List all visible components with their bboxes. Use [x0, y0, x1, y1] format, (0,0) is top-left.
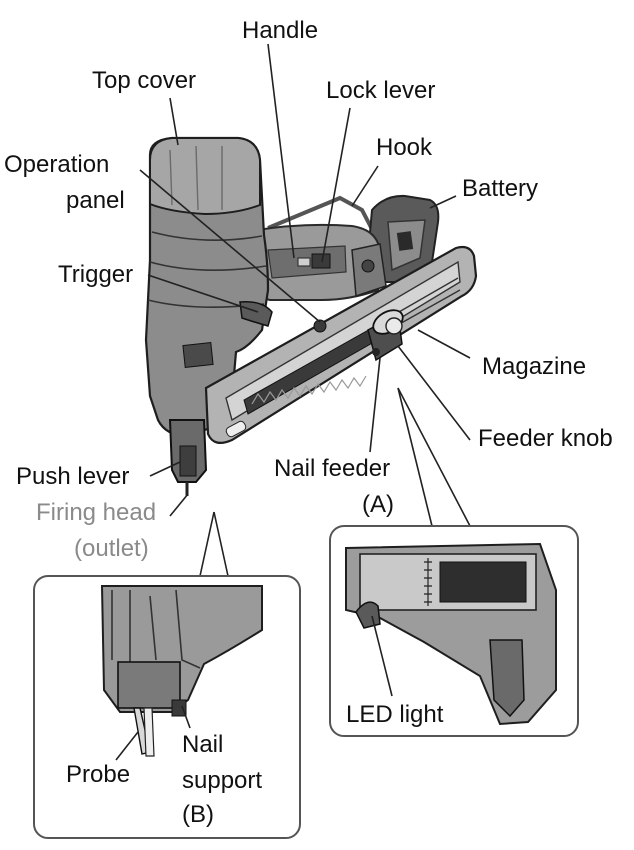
inset-b-nail — [143, 707, 155, 757]
label-battery: Battery — [462, 175, 538, 202]
battery-release — [396, 231, 414, 251]
leader-operation-panel — [139, 169, 321, 323]
inset-a-window — [439, 561, 527, 603]
rear-bracket-bolt — [361, 259, 375, 273]
leader-top-cover — [169, 97, 179, 146]
label-led-light: LED light — [346, 701, 444, 728]
top-cover-part — [149, 137, 261, 216]
lock-lever-part — [311, 253, 331, 269]
label-nail-support-ref: (B) — [182, 801, 214, 828]
inset-b — [33, 575, 301, 839]
inset-a — [329, 525, 579, 737]
magazine-track — [391, 277, 461, 327]
leader-battery — [429, 195, 457, 209]
label-hook: Hook — [376, 134, 433, 161]
zoom-line-b-left — [199, 511, 215, 577]
label-firing-head-2: (outlet) — [74, 535, 149, 562]
inset-a-scale — [424, 558, 432, 606]
lock-lever-slot — [297, 257, 311, 267]
leader-handle — [267, 43, 295, 259]
operation-panel-button — [313, 319, 327, 333]
nailer-illustration — [144, 136, 478, 496]
label-push-lever: Push lever — [16, 463, 129, 490]
hook-wire — [267, 195, 377, 236]
leader-trigger — [147, 274, 259, 313]
leader-nail-support — [181, 705, 191, 729]
label-firing-head-1: Firing head — [36, 499, 156, 526]
leader-nail-feeder — [369, 357, 381, 453]
trigger-part — [239, 300, 273, 327]
inset-b-support — [171, 699, 187, 717]
inset-a-nose — [489, 639, 525, 718]
magazine-end-cap — [225, 420, 247, 438]
label-trigger: Trigger — [58, 261, 133, 288]
label-probe: Probe — [66, 761, 130, 788]
leader-firing-head — [169, 493, 189, 517]
label-nail-feeder: Nail feeder — [274, 455, 390, 482]
label-nail-support-1: Nail — [182, 731, 223, 758]
label-operation-panel-2: panel — [66, 187, 125, 214]
feeder-roller — [385, 317, 403, 335]
label-operation-panel-1: Operation — [4, 151, 109, 178]
body-band-1 — [151, 231, 263, 241]
label-lock-lever: Lock lever — [326, 77, 435, 104]
leader-magazine — [417, 329, 471, 359]
leader-lines — [139, 43, 471, 577]
label-feeder-knob: Feeder knob — [478, 425, 613, 452]
leader-lock-lever — [321, 107, 351, 263]
zoom-line-a-right — [397, 387, 471, 527]
label-nail-feeder-ref: (A) — [362, 491, 394, 518]
label-nail-support-2: support — [182, 767, 262, 794]
push-lever-part — [179, 445, 197, 477]
inset-b-detail — [111, 589, 201, 672]
feeder-pin — [372, 348, 380, 356]
inset-b-push-lever — [117, 661, 181, 709]
leader-push-lever — [149, 461, 181, 477]
label-magazine: Magazine — [482, 353, 586, 380]
label-handle: Handle — [242, 17, 318, 44]
zoom-line-a-left — [397, 387, 433, 527]
body-band-2 — [149, 261, 267, 271]
zoom-line-b-right — [213, 511, 229, 577]
leader-hook — [351, 165, 379, 207]
magazine-slot-teeth — [251, 375, 367, 405]
side-plate — [182, 342, 214, 368]
leader-led-light — [371, 615, 393, 697]
labels: Handle Top cover Lock lever Hook Operati… — [4, 17, 613, 828]
leader-feeder-knob — [397, 345, 471, 441]
label-top-cover: Top cover — [92, 67, 196, 94]
leader-probe — [115, 731, 139, 761]
